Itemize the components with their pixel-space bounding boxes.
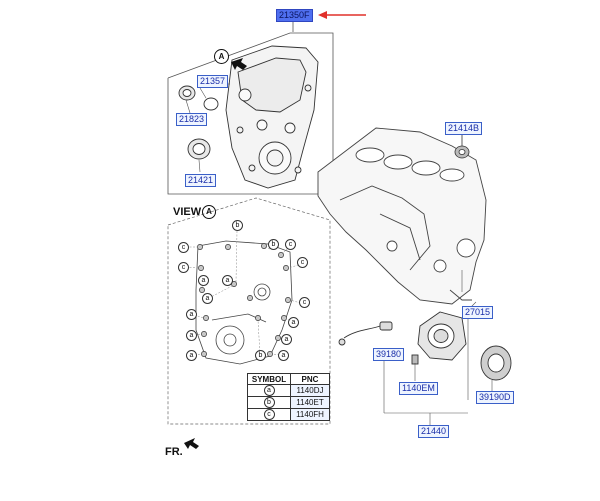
legend-symbol-cell: c [247,408,291,421]
part-label-27015[interactable]: 27015 [462,306,494,319]
front-label: FR. [165,446,183,458]
legend-header-symbol: SYMBOL [247,373,291,385]
legend-header-pnc: PNC [290,373,330,385]
seal-drawings [178,85,219,160]
callout-c: c [178,262,189,273]
view-title: VIEW [173,206,202,218]
part-label-21350f[interactable]: 21350F [276,9,313,22]
callout-a: a [288,317,299,328]
part-label-21440[interactable]: 21440 [418,425,450,438]
callout-b: b [268,239,279,250]
gasket-drawing [454,135,470,159]
legend-symbol-cell: a [247,384,291,397]
sensor-drawing [338,321,419,365]
callout-a: a [186,350,197,361]
part-label-1140em[interactable]: 1140EM [399,382,438,395]
legend-pnc-cell[interactable]: 1140ET [290,396,330,409]
legend-pnc-cell[interactable]: 1140FH [290,408,330,421]
target-wheel-drawing [480,345,512,381]
timing-cover-drawing [225,45,319,189]
legend-header-row: SYMBOL PNC [247,373,330,385]
red-pointer-arrow [318,11,366,19]
callout-b: b [232,220,243,231]
callout-a: a [186,330,197,341]
seal-case-drawing [417,311,467,361]
legend-row: c 1140FH [247,408,330,421]
part-label-21357[interactable]: 21357 [197,75,229,88]
view-a-outline [167,197,331,425]
legend-symbol: c [263,409,275,420]
legend-row: b 1140ET [247,396,330,409]
legend-row: a 1140DJ [247,384,330,397]
part-label-39180[interactable]: 39180 [373,348,405,361]
view-a-cover-drawing [195,240,293,365]
view-letter: A [202,205,216,219]
legend-symbol-cell: b [247,396,291,409]
part-label-39190d[interactable]: 39190D [476,391,514,404]
symbol-legend-table: SYMBOL PNC a 1140DJ b 1140ET c 1140FH [247,373,330,421]
callout-a: a [281,334,292,345]
legend-symbol: b [263,397,275,408]
legend-symbol: a [263,385,275,396]
view-direction-arrow [231,58,247,70]
callout-c: c [285,239,296,250]
view-a-marker: A [214,49,229,64]
callout-c: c [178,242,189,253]
engine-block-drawing [317,127,487,305]
bolt-markers [197,243,291,357]
part-label-21414b[interactable]: 21414B [445,122,483,135]
part-label-21823[interactable]: 21823 [176,113,208,126]
part-label-21421[interactable]: 21421 [185,174,217,187]
front-arrow [184,438,199,449]
callout-a: a [278,350,289,361]
legend-pnc-cell[interactable]: 1140DJ [290,384,330,397]
callout-b: b [255,350,266,361]
cover-group-outline [167,22,334,195]
callout-a: a [202,293,213,304]
callout-a: a [222,275,233,286]
callout-c: c [299,297,310,308]
callout-a: a [198,275,209,286]
callout-c: c [297,257,308,268]
callout-a: a [186,309,197,320]
